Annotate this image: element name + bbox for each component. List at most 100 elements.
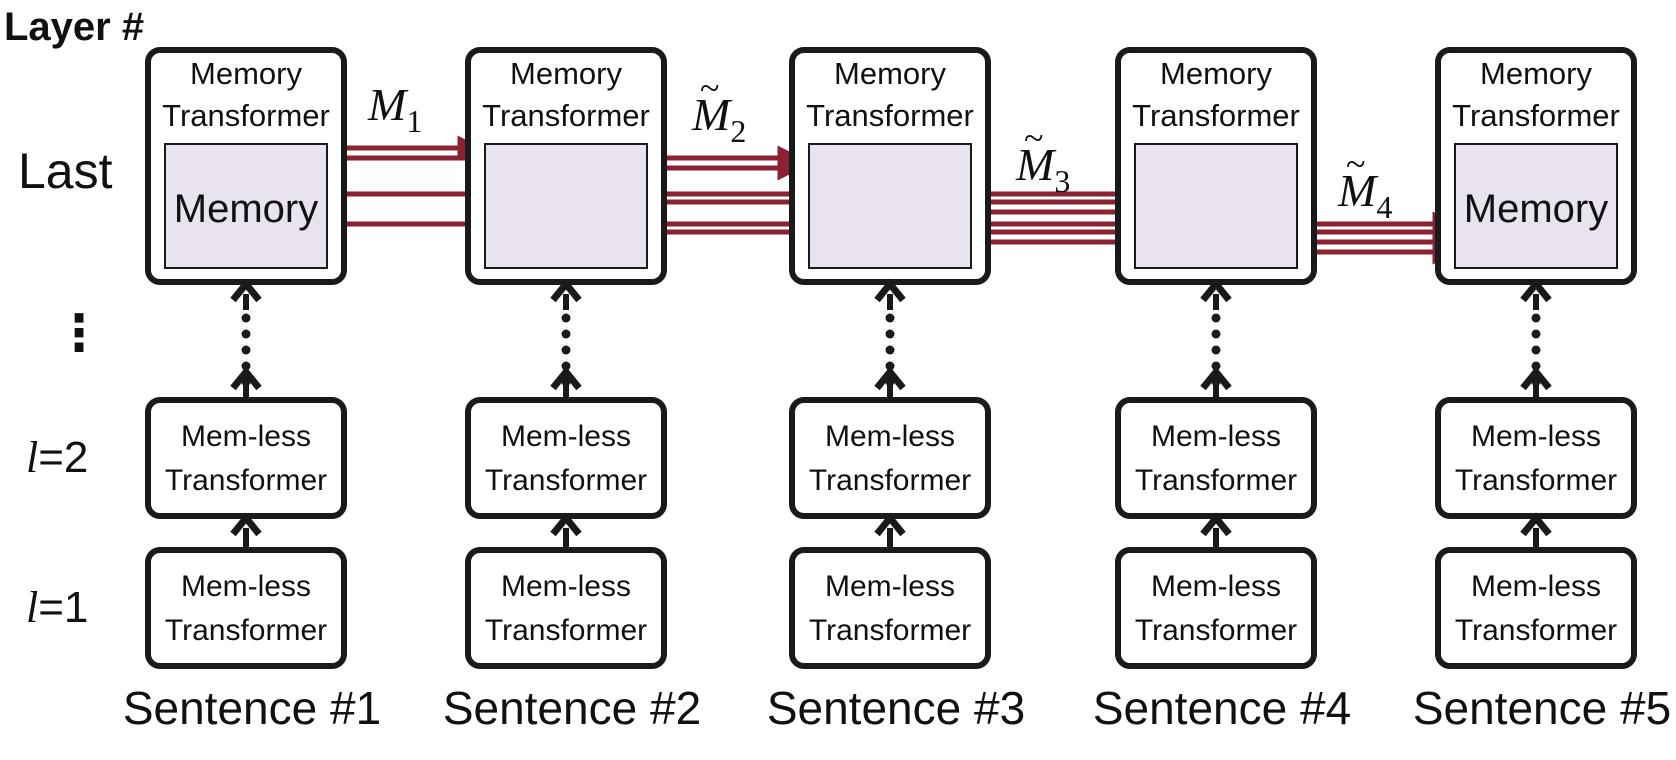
ellipsis-dot <box>241 329 251 339</box>
memory-label-subscript: 1 <box>406 103 422 139</box>
memless-l1-line2: Transformer <box>485 614 647 647</box>
memless-l1-line2: Transformer <box>165 614 327 647</box>
memory-block-title-line1: Memory <box>1160 56 1272 91</box>
memory-block-title-line2: Transformer <box>162 98 330 133</box>
row-label-ellipsis: ⋮ <box>54 305 104 361</box>
sentence-label: Sentence #2 <box>443 682 701 734</box>
ellipsis-dot <box>885 329 895 339</box>
row-label-l2-symbol: l <box>26 433 38 482</box>
memory-cell-label: Memory <box>1464 187 1608 231</box>
memory-label-symbol: M <box>1015 139 1057 190</box>
sentence-label: Sentence #3 <box>767 682 1025 734</box>
row-label-last: Last <box>18 143 113 199</box>
ellipsis-dot <box>885 313 895 323</box>
ellipsis-dot <box>1211 329 1221 339</box>
row-label-l2-value: =2 <box>38 433 88 482</box>
memory-label-tilde: ~ <box>1024 118 1043 158</box>
memless-l2-line1: Mem-less <box>825 420 955 453</box>
memory-label-3: M3 <box>1015 139 1070 199</box>
memory-cell <box>164 143 328 269</box>
arrow-from-l2-head <box>230 366 262 391</box>
row-label-l1-symbol: l <box>26 583 38 632</box>
memless-transformer-l2 <box>465 397 667 519</box>
memless-l2-line1: Mem-less <box>501 420 631 453</box>
memory-label-symbol: M <box>367 79 409 130</box>
arrow-to-memory-block-head <box>1200 278 1232 303</box>
memory-cell <box>484 143 648 269</box>
layer-header: Layer # <box>4 5 144 49</box>
arrow-to-memory-block-head <box>550 278 582 303</box>
arrow-l1-to-l2-head <box>230 512 262 537</box>
memory-block-title-line1: Memory <box>510 56 622 91</box>
memory-label-tilde: ~ <box>1346 144 1365 184</box>
arrow-from-l2-head <box>1200 366 1232 391</box>
memory-label-1: M1 <box>367 79 422 139</box>
memless-transformer-l2 <box>1435 397 1637 519</box>
memless-l1-line1: Mem-less <box>825 570 955 603</box>
memless-l2-line2: Transformer <box>1135 464 1297 497</box>
memory-block-title-line1: Memory <box>834 56 946 91</box>
memory-block-title-line2: Transformer <box>1452 98 1620 133</box>
memless-l2-line1: Mem-less <box>1151 420 1281 453</box>
column-2: MemoryTransformerMem-lessTransformerMem-… <box>443 47 701 734</box>
arrow-from-l2-head <box>550 366 582 391</box>
memless-l2-line2: Transformer <box>809 464 971 497</box>
memless-l1-line1: Mem-less <box>1471 570 1601 603</box>
columns: MemoryTransformerMemoryMem-lessTransform… <box>123 47 1671 734</box>
memory-cell <box>1134 143 1298 269</box>
memory-label-2: M2 <box>691 89 746 149</box>
memory-block-title-line1: Memory <box>1480 56 1592 91</box>
ellipsis-dot <box>1531 361 1541 371</box>
ellipsis-dot <box>1531 329 1541 339</box>
column-5: MemoryTransformerMemoryMem-lessTransform… <box>1413 47 1671 734</box>
memory-cell <box>1454 143 1618 269</box>
memless-l1-line2: Transformer <box>809 614 971 647</box>
memory-label-tilde: ~ <box>700 68 719 108</box>
memory-block-title-line2: Transformer <box>482 98 650 133</box>
memory-label-4: M4 <box>1337 165 1392 225</box>
arrow-l1-to-l2-head <box>550 512 582 537</box>
memless-l1-line1: Mem-less <box>1151 570 1281 603</box>
memless-transformer-l2 <box>789 397 991 519</box>
memory-block-title-line1: Memory <box>190 56 302 91</box>
memless-l1-line2: Transformer <box>1135 614 1297 647</box>
memless-l2-line2: Transformer <box>1455 464 1617 497</box>
memory-block-title-line2: Transformer <box>1132 98 1300 133</box>
arrow-to-memory-block-head <box>1520 278 1552 303</box>
memless-transformer-l1 <box>465 547 667 669</box>
ellipsis-dot <box>561 361 571 371</box>
memless-transformer-l1 <box>1115 547 1317 669</box>
memless-l1-line1: Mem-less <box>181 570 311 603</box>
memless-transformer-l1 <box>789 547 991 669</box>
sentence-label: Sentence #4 <box>1093 682 1351 734</box>
memless-transformer-l2 <box>1115 397 1317 519</box>
row-label-l1-value: =1 <box>38 583 88 632</box>
ellipsis-dot <box>241 345 251 355</box>
memory-block-title-line2: Transformer <box>806 98 974 133</box>
memory-label-symbol: M <box>691 89 733 140</box>
column-4: MemoryTransformerMem-lessTransformerMem-… <box>1093 47 1351 734</box>
sentence-label: Sentence #5 <box>1413 682 1671 734</box>
memory-label-subscript: 2 <box>730 113 746 149</box>
column-1: MemoryTransformerMemoryMem-lessTransform… <box>123 47 381 734</box>
memory-cell <box>808 143 972 269</box>
ellipsis-dot <box>561 329 571 339</box>
memory-label-subscript: 3 <box>1054 163 1070 199</box>
ellipsis-dot <box>241 361 251 371</box>
ellipsis-dot <box>885 361 895 371</box>
arrow-from-l2-head <box>1520 366 1552 391</box>
memless-transformer-l1 <box>145 547 347 669</box>
memory-label-symbol: M <box>1337 165 1379 216</box>
ellipsis-dot <box>1211 313 1221 323</box>
row-label-l1: l=1 <box>26 583 88 632</box>
memless-l1-line2: Transformer <box>1455 614 1617 647</box>
row-label-l2: l=2 <box>26 433 88 482</box>
memory-cell-label: Memory <box>174 187 318 231</box>
memless-l2-line1: Mem-less <box>181 420 311 453</box>
ellipsis-dot <box>885 345 895 355</box>
ellipsis-dot <box>241 313 251 323</box>
column-3: MemoryTransformerMem-lessTransformerMem-… <box>767 47 1025 734</box>
memless-l2-line2: Transformer <box>165 464 327 497</box>
arrow-to-memory-block-head <box>874 278 906 303</box>
